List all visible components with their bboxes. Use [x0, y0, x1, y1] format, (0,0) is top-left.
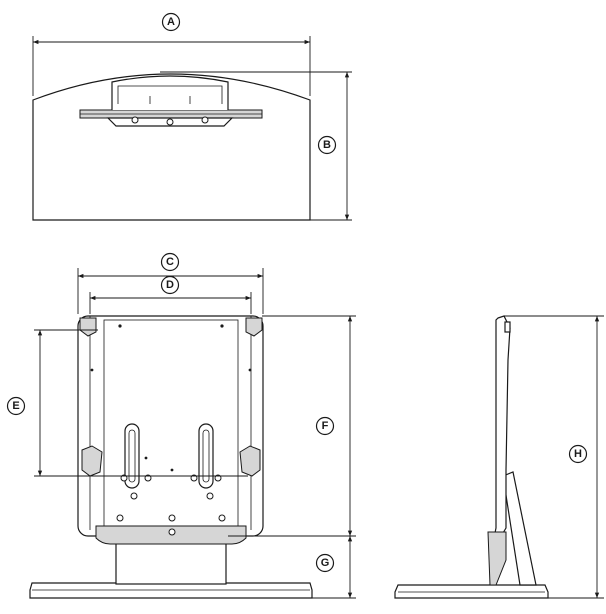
label-c-badge: C: [160, 252, 180, 272]
label-e-badge: E: [6, 396, 26, 416]
front-view: [29, 268, 356, 599]
top-view-bracket: [79, 75, 263, 127]
label-a-text: A: [167, 16, 175, 28]
label-c-text: C: [166, 256, 174, 268]
side-pillar: [502, 471, 537, 586]
label-h-text: H: [574, 448, 582, 460]
label-g-text: G: [321, 557, 330, 569]
label-d-text: D: [166, 279, 174, 291]
front-base-plate: [29, 582, 313, 599]
label-e-text: E: [12, 400, 19, 412]
label-b-text: B: [323, 139, 331, 151]
label-b-badge: B: [317, 135, 337, 155]
front-bracket-plate: [77, 315, 264, 537]
label-d-badge: D: [160, 275, 180, 295]
side-view: [394, 315, 604, 599]
label-a-badge: A: [161, 12, 181, 32]
label-f-badge: F: [315, 416, 335, 436]
label-h-badge: H: [568, 444, 588, 464]
top-view: [32, 36, 352, 221]
side-base-plate: [394, 584, 549, 599]
label-f-text: F: [322, 420, 329, 432]
label-g-badge: G: [315, 553, 335, 573]
